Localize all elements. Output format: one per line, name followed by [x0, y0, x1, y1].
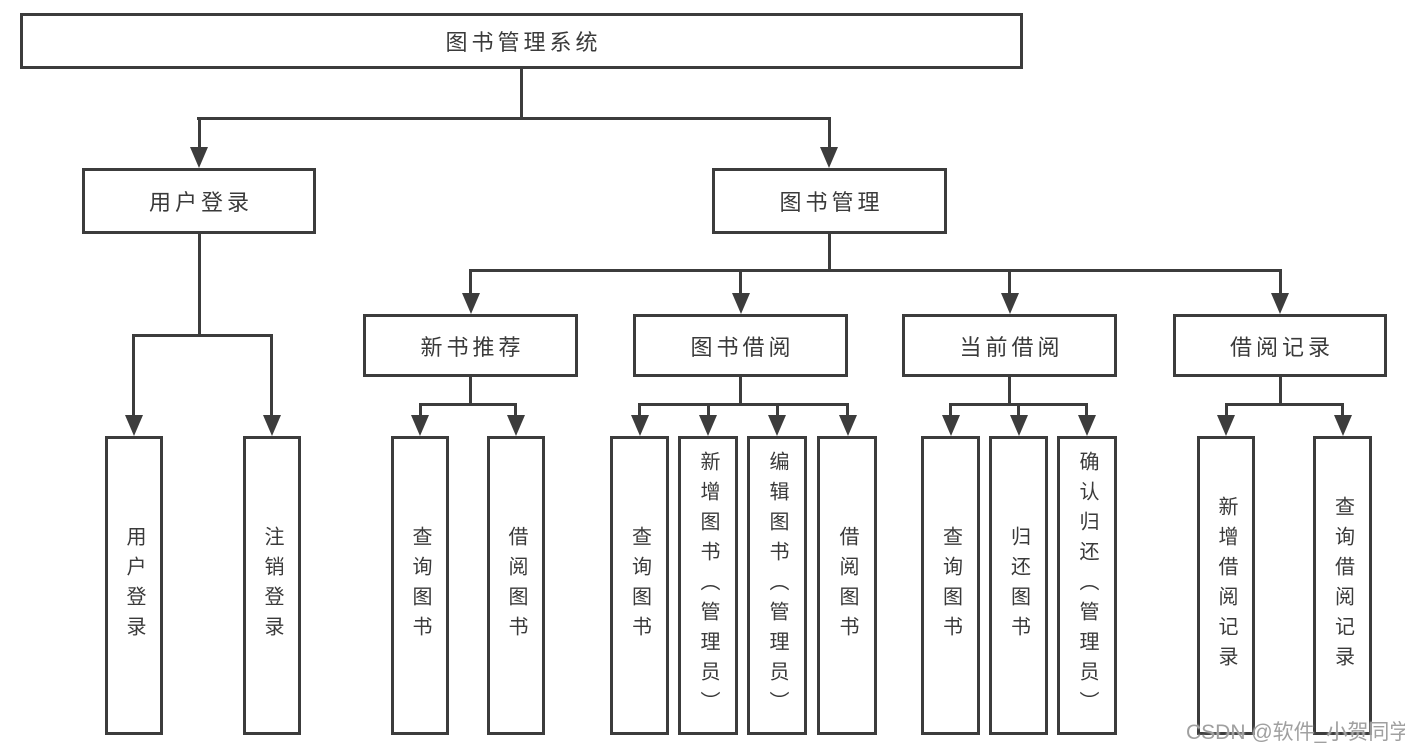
connector-bookmgmt-bar: [469, 269, 1282, 272]
connector-bookmgmt-drop: [828, 234, 831, 272]
node-leaf-query-books-recommend: 查询图书: [391, 436, 449, 735]
node-book-management: 图书管理: [712, 168, 947, 234]
arrowhead-down-icon: [411, 415, 429, 436]
node-leaf-borrow-books-recommend: 借阅图书: [487, 436, 545, 735]
node-label: 用户登录: [123, 525, 145, 646]
node-label: 查询借阅记录: [1331, 495, 1354, 676]
arrowhead-down-icon: [1001, 293, 1019, 314]
node-user-login: 用户登录: [82, 168, 316, 234]
connector-stem: [469, 269, 472, 295]
connector-stem: [638, 403, 641, 415]
connector-root-drop: [520, 69, 523, 118]
node-label: 借阅图书: [505, 525, 527, 646]
arrowhead-down-icon: [1010, 415, 1028, 436]
node-label: 新书推荐: [420, 334, 525, 360]
connector-bookborrow-drop: [739, 377, 742, 405]
node-label: 当前借阅: [959, 334, 1064, 360]
connector-stem: [1085, 403, 1088, 415]
connector-stem: [1279, 269, 1282, 295]
arrowhead-down-icon: [190, 147, 208, 168]
connector-stem: [846, 403, 849, 415]
node-label: 借阅记录: [1229, 334, 1334, 360]
connector-borrowrecords-bar: [1225, 403, 1344, 406]
arrowhead-down-icon: [699, 415, 717, 436]
node-leaf-confirm-return-admin: 确认归还（管理员）: [1057, 436, 1117, 735]
connector-stem: [1017, 403, 1020, 415]
connector-stem: [514, 403, 517, 415]
node-new-book-recommend: 新书推荐: [363, 314, 578, 377]
connector-stem: [739, 269, 742, 295]
arrowhead-down-icon: [462, 293, 480, 314]
arrowhead-down-icon: [942, 415, 960, 436]
node-leaf-query-books-borrowing: 查询图书: [610, 436, 669, 735]
node-label: 借阅图书: [836, 525, 858, 646]
arrowhead-down-icon: [631, 415, 649, 436]
arrowhead-down-icon: [263, 415, 281, 436]
arrowhead-down-icon: [839, 415, 857, 436]
connector-stem: [1225, 403, 1228, 415]
node-label: 用户登录: [148, 190, 253, 215]
node-label: 新增图书（管理员）: [697, 450, 719, 721]
node-book-borrowing: 图书借阅: [633, 314, 848, 377]
arrowhead-down-icon: [768, 415, 786, 436]
connector-currentborrow-drop: [1008, 377, 1011, 405]
connector-stem: [949, 403, 952, 415]
connector-borrowrecords-drop: [1279, 377, 1282, 405]
connector-stem: [1341, 403, 1344, 415]
node-label: 图书管理: [779, 190, 884, 215]
connector-newbookrec-bar: [419, 403, 517, 406]
node-label: 查询图书: [409, 525, 431, 646]
node-leaf-add-borrow-record: 新增借阅记录: [1197, 436, 1255, 735]
node-leaf-user-login: 用户登录: [105, 436, 163, 735]
node-label: 查询图书: [939, 525, 962, 646]
connector-stem: [707, 403, 710, 415]
connector-stem: [828, 117, 831, 148]
node-label: 新增借阅记录: [1215, 495, 1237, 676]
node-current-borrowing: 当前借阅: [902, 314, 1117, 377]
node-label: 图书管理系统: [445, 30, 602, 55]
connector-userlogin-bar: [133, 334, 273, 337]
arrowhead-down-icon: [1334, 415, 1352, 436]
node-label: 注销登录: [261, 525, 283, 646]
node-leaf-logout: 注销登录: [243, 436, 301, 735]
connector-stem: [1008, 269, 1011, 295]
node-library-management-system: 图书管理系统: [20, 13, 1023, 69]
node-label: 确认归还（管理员）: [1076, 450, 1098, 721]
csdn-watermark: CSDN @软件_小贺同学: [1186, 721, 1405, 744]
node-leaf-edit-books-admin: 编辑图书（管理员）: [747, 436, 807, 735]
connector-newbookrec-drop: [469, 377, 472, 405]
arrowhead-down-icon: [820, 147, 838, 168]
arrowhead-down-icon: [1078, 415, 1096, 436]
arrowhead-down-icon: [1271, 293, 1289, 314]
node-leaf-query-books-current: 查询图书: [921, 436, 980, 735]
node-leaf-query-borrow-record: 查询借阅记录: [1313, 436, 1372, 735]
connector-stem: [270, 334, 273, 415]
connector-stem: [776, 403, 779, 415]
node-label: 编辑图书（管理员）: [766, 450, 788, 721]
arrowhead-down-icon: [125, 415, 143, 436]
connector-stem: [198, 117, 201, 148]
node-leaf-borrow-books-borrowing: 借阅图书: [817, 436, 877, 735]
arrowhead-down-icon: [1217, 415, 1235, 436]
node-leaf-add-books-admin: 新增图书（管理员）: [678, 436, 738, 735]
connector-userlogin-drop: [198, 234, 201, 335]
node-label: 查询图书: [628, 525, 651, 646]
node-label: 图书借阅: [690, 334, 795, 360]
node-label: 归还图书: [1007, 525, 1030, 646]
connector-stem: [132, 334, 135, 415]
node-leaf-return-books: 归还图书: [989, 436, 1048, 735]
arrowhead-down-icon: [507, 415, 525, 436]
node-borrow-records: 借阅记录: [1173, 314, 1387, 377]
connector-bookborrow-bar: [638, 403, 849, 406]
connector-root-bar: [197, 117, 831, 120]
connector-stem: [419, 403, 422, 415]
arrowhead-down-icon: [732, 293, 750, 314]
